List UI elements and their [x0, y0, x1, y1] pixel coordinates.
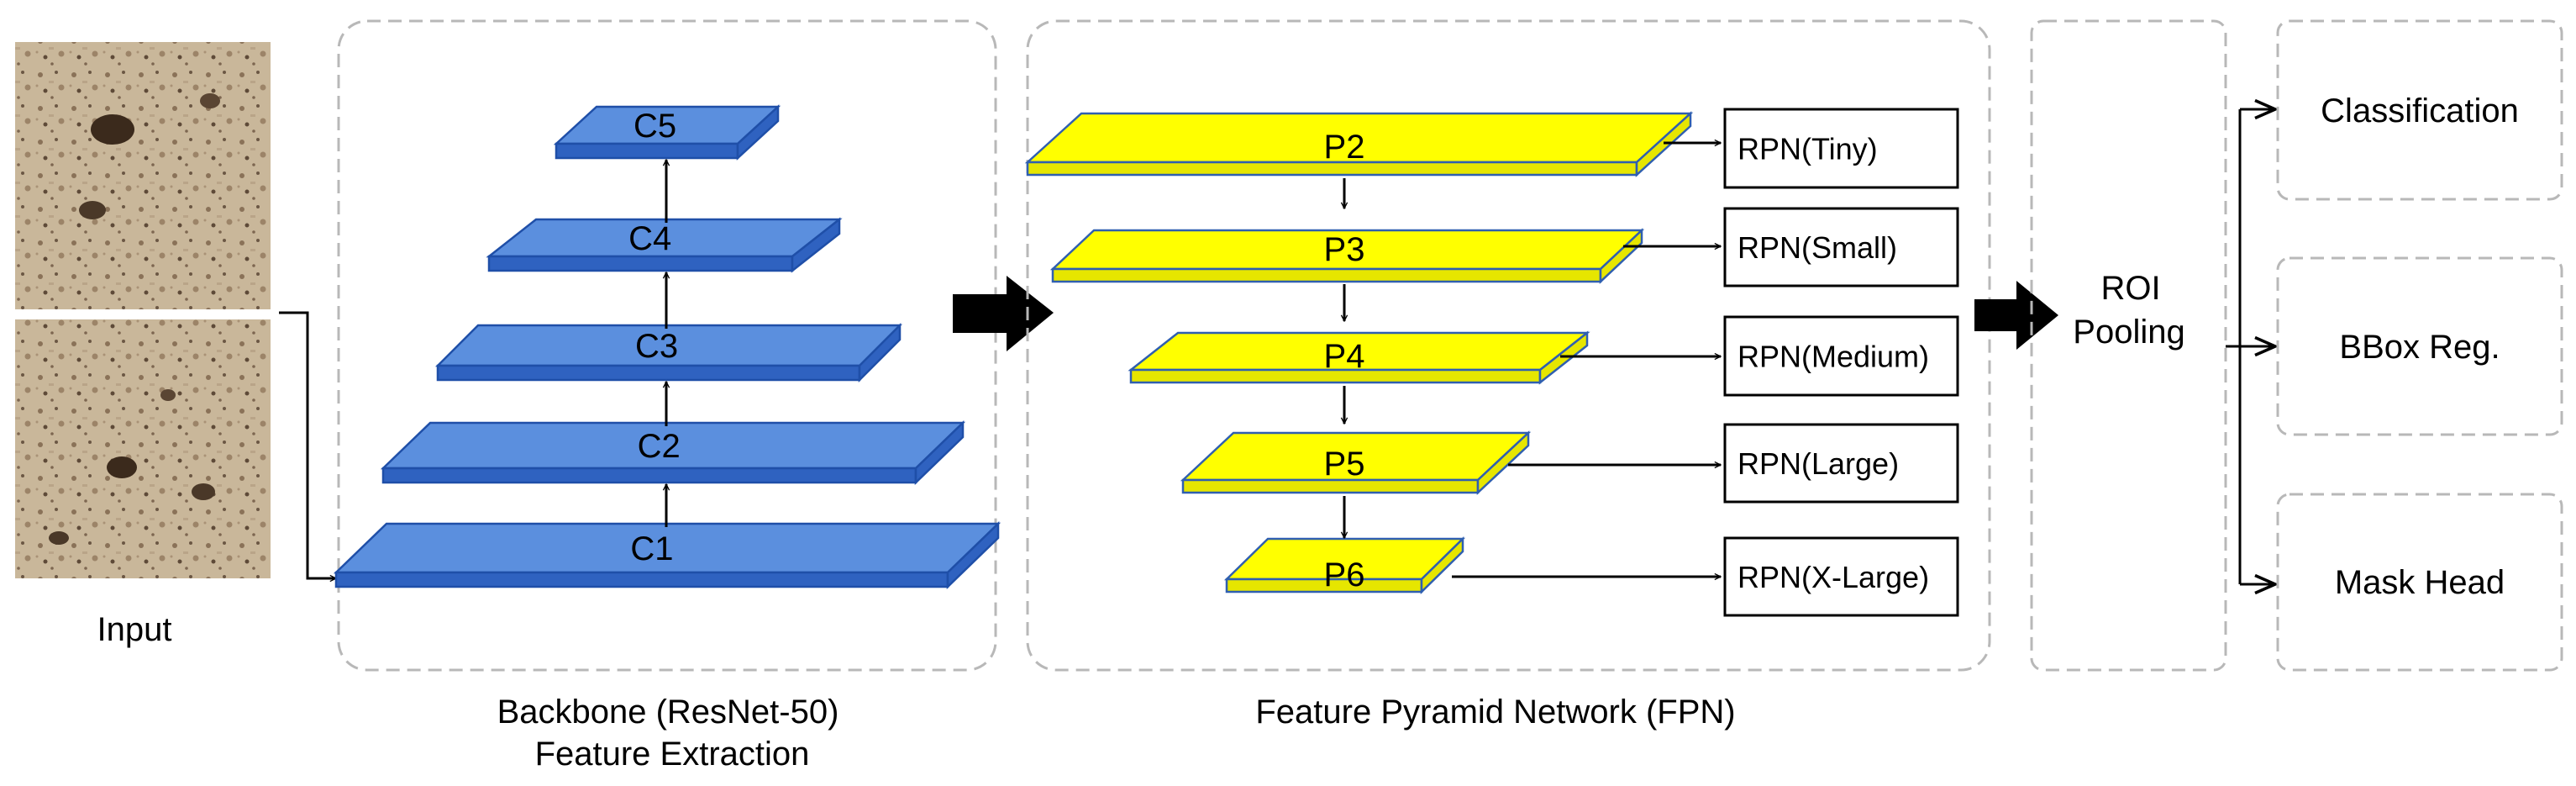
backbone-label-c2: C2 — [638, 428, 681, 465]
head-label-classification: Classification — [2321, 92, 2519, 129]
rpn-box-rpn-small — [1723, 207, 1959, 287]
backbone-label-c3: C3 — [635, 328, 678, 365]
rpn-label-rpn-tiny: RPN(Tiny) — [1737, 132, 1878, 166]
backbone-layer-c4 — [486, 217, 843, 273]
fpn-dashed-box — [1026, 19, 1991, 672]
head-label-mask-head: Mask Head — [2335, 564, 2505, 601]
input-images — [15, 42, 271, 578]
rpn-label-rpn-small: RPN(Small) — [1737, 230, 1897, 265]
backbone-label-c1: C1 — [630, 530, 673, 567]
backbone-layer-c1 — [333, 521, 1001, 589]
backbone-layer-c3 — [434, 322, 903, 383]
fpn-level-p5 — [1180, 430, 1532, 495]
rpn-boxes: RPN(Tiny) RPN(Small) RPN(Medium) RPN(Large)… — [1452, 108, 1959, 617]
rpn-label-rpn-x-large: RPN(X-Large) — [1737, 560, 1929, 594]
rpn-box-rpn-tiny — [1723, 108, 1959, 189]
input-label: Input — [97, 611, 172, 648]
fpn-to-roi-arrow — [1974, 281, 2058, 350]
roi-dashed-box — [2030, 19, 2227, 672]
head-box-classification — [2276, 19, 2563, 201]
rpn-box-rpn-medium — [1723, 315, 1959, 397]
fpn-label-p6: P6 — [1324, 557, 1365, 593]
roi-label-line2: Pooling — [2073, 314, 2184, 351]
fpn-label-p4: P4 — [1324, 338, 1365, 375]
head-box-bbox-reg — [2276, 256, 2563, 436]
rpn-label-rpn-large: RPN(Large) — [1737, 446, 1899, 481]
fpn-level-p3 — [1049, 228, 1645, 284]
fpn-level-p2 — [1024, 111, 1694, 177]
input-photo-top — [15, 42, 271, 309]
backbone-to-fpn-arrow — [953, 276, 1054, 351]
rpn-box-rpn-x-large — [1723, 536, 1959, 617]
backbone-layer-c2 — [380, 420, 966, 485]
roi-to-heads-connectors — [2226, 109, 2275, 584]
rpn-box-rpn-large — [1723, 423, 1959, 504]
backbone-label-c4: C4 — [628, 220, 671, 257]
backbone-dashed-box — [337, 19, 997, 672]
fpn-level-p4 — [1128, 330, 1590, 385]
fpn-title: Feature Pyramid Network (FPN) — [1255, 694, 1735, 731]
rpn-label-rpn-medium: RPN(Medium) — [1737, 340, 1929, 374]
heads: Classification BBox Reg. Mask Head — [2276, 19, 2563, 672]
backbone-label-c5: C5 — [633, 108, 676, 145]
fpn-label-p5: P5 — [1324, 446, 1365, 483]
fpn-level-p6 — [1223, 536, 1466, 594]
backbone-subtitle: Feature Extraction — [535, 736, 810, 773]
backbone-title: Backbone (ResNet-50) — [497, 694, 839, 731]
roi-label-line1: ROI — [2100, 270, 2160, 307]
backbone-layers: C1 C2 C3 C4 C5 — [333, 104, 1001, 589]
backbone-layer-c5 — [553, 104, 781, 161]
head-label-bbox-reg: BBox Reg. — [2339, 329, 2500, 366]
fpn-label-p2: P2 — [1324, 129, 1365, 166]
head-box-mask-head — [2276, 493, 2563, 672]
fpn-label-p3: P3 — [1324, 231, 1365, 268]
input-connector-arrow — [279, 311, 336, 578]
